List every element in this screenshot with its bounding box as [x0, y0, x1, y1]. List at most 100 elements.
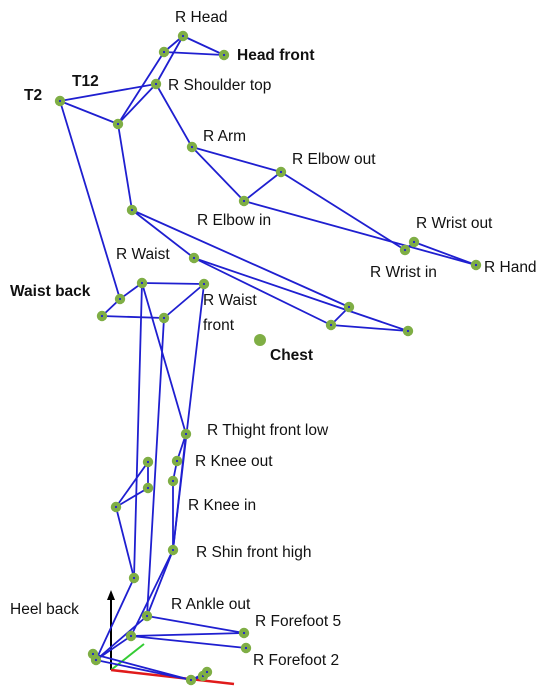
- label-shoulder_top_r: R Shoulder top: [168, 77, 271, 94]
- marker-center-head_r: [181, 34, 185, 38]
- segment-head_side-t12: [117, 51, 165, 125]
- label-head_r: R Head: [175, 9, 228, 26]
- marker-center-toe_c: [205, 670, 209, 674]
- segment-left_shin-heel_back: [95, 577, 135, 661]
- marker-center-wrist_out_r: [412, 240, 416, 244]
- marker-center-shin_front_high_r: [171, 548, 175, 552]
- segment-t2-shoulder_top_r: [59, 83, 157, 102]
- label-knee_out_r: R Knee out: [195, 453, 273, 470]
- segment-shoulder_top_r-arm_r: [155, 83, 193, 148]
- marker-center-waist_front_r: [202, 282, 206, 286]
- label-ankle_out_r: R Ankle out: [171, 596, 251, 613]
- label-knee_in_r: R Knee in: [188, 497, 256, 514]
- label-wrist_in_r: R Wrist in: [370, 264, 437, 281]
- marker-center-heel_back: [94, 658, 98, 662]
- marker-center-knee_in_r: [171, 479, 175, 483]
- marker-center-left_arm_a: [347, 305, 351, 309]
- marker-points: [54, 30, 482, 686]
- segment-chest_upper-waist_r: [131, 209, 195, 259]
- label-waist_back: Waist back: [10, 283, 91, 300]
- z-axis-arrowhead: [107, 590, 115, 600]
- marker-center-forefoot2_r: [244, 646, 248, 650]
- segment-chest_upper-left_arm_a: [131, 209, 350, 308]
- segment-elbow_in_r-hand_r: [243, 200, 477, 266]
- segment-head_r-shoulder_top_r: [155, 35, 184, 85]
- label-thigh_front_low_r: R Thight front low: [207, 422, 329, 439]
- marker-center-pelvis_back: [100, 314, 104, 318]
- segment-head_r-head_front: [182, 35, 225, 56]
- segment-t2-waist_back: [59, 100, 121, 300]
- y-axis: [110, 643, 145, 671]
- segment-left_arm_b-left_arm_c: [330, 324, 409, 332]
- segment-ankle_mid-forefoot5_r: [130, 632, 245, 637]
- label-waist_front_r_2: front: [203, 317, 235, 334]
- label-wrist_out_r: R Wrist out: [416, 215, 493, 232]
- marker-center-elbow_in_r: [242, 199, 246, 203]
- segment-pelvis_mid-waist_front_r: [163, 283, 205, 319]
- segment-pelvis_top-left_shin: [133, 282, 143, 579]
- segment-ankle_mid-heel_back: [95, 635, 132, 661]
- segment-shin_front_high_r-ankle_out_r: [146, 549, 174, 617]
- segment-pelvis_top-thigh_front_low_r: [141, 282, 187, 435]
- label-shin_front_high_r: R Shin front high: [196, 544, 311, 561]
- segment-arm_r-elbow_in_r: [191, 146, 245, 202]
- label-forefoot2_r: R Forefoot 2: [253, 652, 339, 669]
- label-chest: Chest: [270, 347, 313, 364]
- label-heel_back: Heel back: [10, 601, 79, 618]
- segment-pelvis_top-waist_front_r: [141, 282, 205, 285]
- label-elbow_in_r: R Elbow in: [197, 212, 271, 229]
- segment-ankle_out_r-heel_back: [95, 615, 148, 661]
- segment-ankle_mid-forefoot2_r: [130, 635, 247, 649]
- label-forefoot5_r: R Forefoot 5: [255, 613, 341, 630]
- marker-center-t12: [116, 122, 120, 126]
- label-waist_r: R Waist: [116, 246, 170, 263]
- marker-center-pelvis_top: [140, 281, 144, 285]
- marker-center-left_shin: [132, 576, 136, 580]
- marker-center-t2: [58, 99, 62, 103]
- label-head_front: Head front: [237, 47, 315, 64]
- segment-pelvis_mid-ankle_out_r: [146, 317, 165, 617]
- segment-thigh_front_low_r-shin_front_high_r: [172, 433, 187, 551]
- segment-shin_front_high_r-ankle_mid: [130, 549, 174, 637]
- label-t2: T2: [24, 87, 42, 104]
- segment-t2-t12: [59, 100, 119, 125]
- marker-center-waist_r: [192, 256, 196, 260]
- marker-center-toe_a: [189, 678, 193, 682]
- skeleton-segments: [59, 35, 477, 681]
- marker-center-ankle_mid: [129, 634, 133, 638]
- marker-center-left_knee_b: [146, 486, 150, 490]
- segment-t12-shoulder_top_r: [117, 83, 157, 125]
- label-arm_r: R Arm: [203, 128, 246, 145]
- marker-center-chest_upper: [130, 208, 134, 212]
- label-hand_r: R Hand: [484, 259, 537, 276]
- segment-left_knee_a-left_knee_c: [115, 461, 149, 508]
- marker-center-shoulder_top_r: [154, 82, 158, 86]
- marker-center-waist_back: [118, 297, 122, 301]
- label-waist_front_r: R Waist: [203, 292, 257, 309]
- segment-waist_r-left_arm_c: [193, 257, 409, 332]
- marker-center-head_front: [222, 53, 226, 57]
- segment-left_knee_c-left_shin: [115, 506, 135, 579]
- marker-center-forefoot5_r: [242, 631, 246, 635]
- label-elbow_out_r: R Elbow out: [292, 151, 376, 168]
- segment-t12-chest_upper: [117, 123, 133, 211]
- marker-center-elbow_out_r: [279, 170, 283, 174]
- segment-wrist_out_r-hand_r: [413, 241, 477, 266]
- marker-center-left_knee_a: [146, 460, 150, 464]
- segment-arm_r-elbow_out_r: [191, 146, 282, 173]
- label-t12: T12: [72, 73, 99, 90]
- segment-pelvis_back-pelvis_mid: [101, 315, 165, 319]
- marker-center-arm_r: [190, 145, 194, 149]
- marker-center-left_knee_c: [114, 505, 118, 509]
- marker-center-pelvis_mid: [162, 316, 166, 320]
- segment-left_arm_b-waist_r: [193, 257, 332, 326]
- marker-center-wrist_in_r: [403, 248, 407, 252]
- marker-center-head_side: [162, 50, 166, 54]
- marker-center-knee_out_r: [175, 459, 179, 463]
- segment-ankle_out_r-forefoot5_r: [146, 615, 245, 634]
- segment-left_knee_b-left_knee_c: [115, 487, 149, 508]
- marker-center-thigh_front_low_r: [184, 432, 188, 436]
- marker-center-left_arm_c: [406, 329, 410, 333]
